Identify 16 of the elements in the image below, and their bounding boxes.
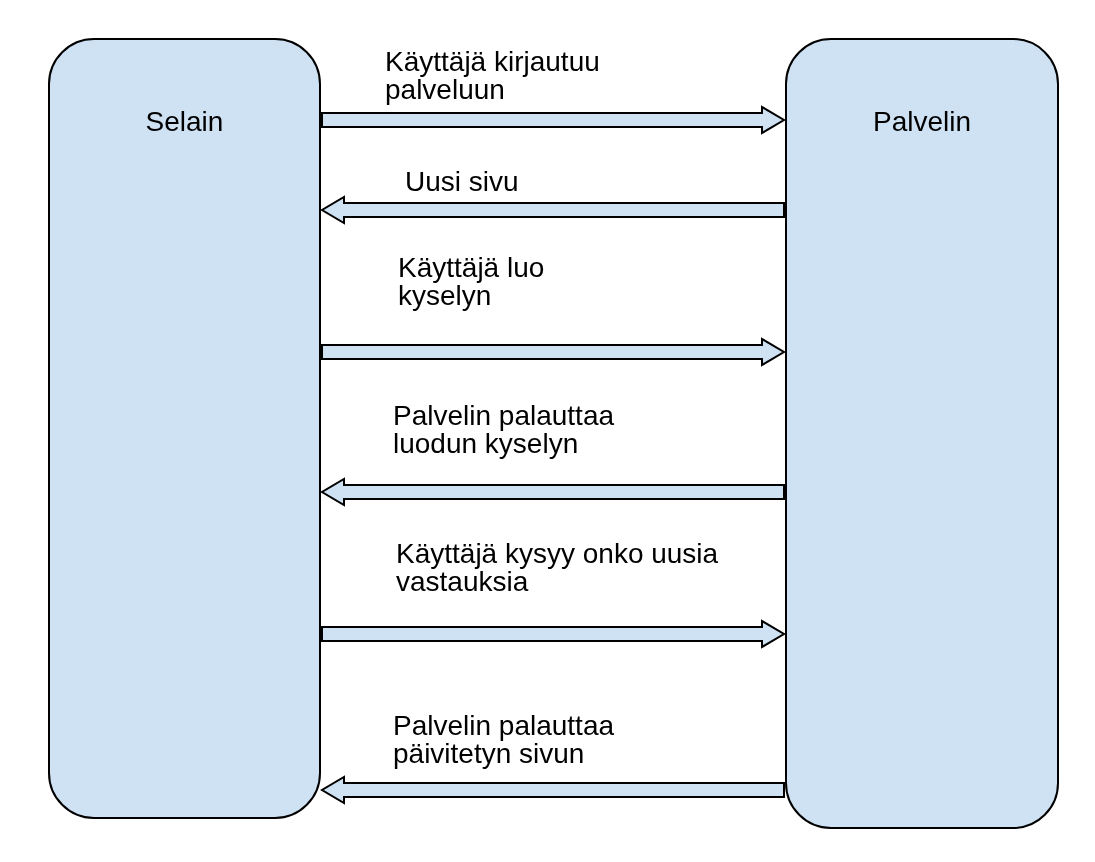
edge-label: Käyttäjä luo kyselyn: [398, 254, 546, 310]
edge-label: Uusi sivu: [405, 168, 519, 196]
block-arrow: [321, 105, 786, 135]
block-arrow: [320, 477, 785, 507]
edge-label: Palvelin palauttaa päivitetyn sivun: [393, 712, 616, 768]
block-arrow: [320, 195, 785, 225]
node-title: Selain: [144, 106, 225, 138]
block-arrow: [321, 337, 786, 367]
edge-label: Palvelin palauttaa luodun kyselyn: [393, 402, 616, 458]
block-arrow: [321, 619, 786, 649]
lifeline-box: [785, 38, 1059, 829]
lifeline-box: [48, 38, 321, 819]
edge-label: Käyttäjä kirjautuu palveluun: [385, 48, 601, 104]
node-title: Palvelin: [871, 106, 973, 138]
edge-label: Käyttäjä kysyy onko uusia vastauksia: [396, 540, 720, 596]
block-arrow: [320, 775, 785, 805]
